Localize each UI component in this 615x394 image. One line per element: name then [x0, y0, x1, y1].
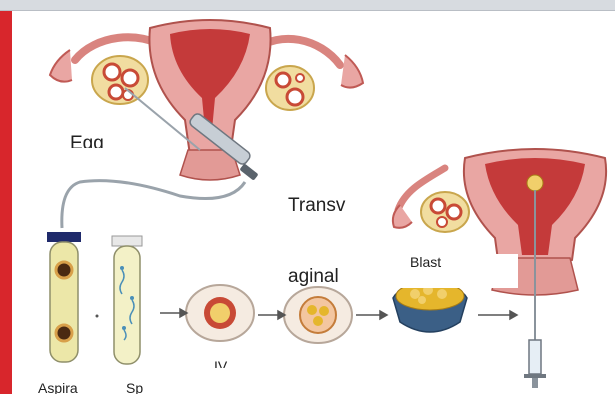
- aspirate-tube: [47, 232, 81, 362]
- top-strip: [0, 0, 615, 11]
- label-blast: Blast: [382, 254, 518, 288]
- label-aspirate: Aspira: [24, 380, 108, 394]
- label-transvaginal-line2: aginal: [288, 265, 388, 289]
- ovary-left: [92, 56, 148, 104]
- fertilization-dish: [186, 285, 254, 341]
- sperm-tube: [112, 236, 142, 364]
- label-sperm: Sp: [112, 380, 176, 394]
- aspiration-tubing: [62, 181, 245, 228]
- accent-bar: [0, 0, 12, 394]
- ovary-right: [266, 66, 314, 110]
- label-transvaginal-line1: Transv: [288, 194, 388, 218]
- label-ivf: IV: [182, 352, 304, 368]
- ovary-right-lower: [421, 192, 469, 232]
- separator-dot: [96, 315, 99, 318]
- blastocyst-dish: [393, 282, 467, 332]
- label-transvaginal: Transv aginal: [268, 146, 388, 208]
- label-egg: Egg: [42, 132, 155, 148]
